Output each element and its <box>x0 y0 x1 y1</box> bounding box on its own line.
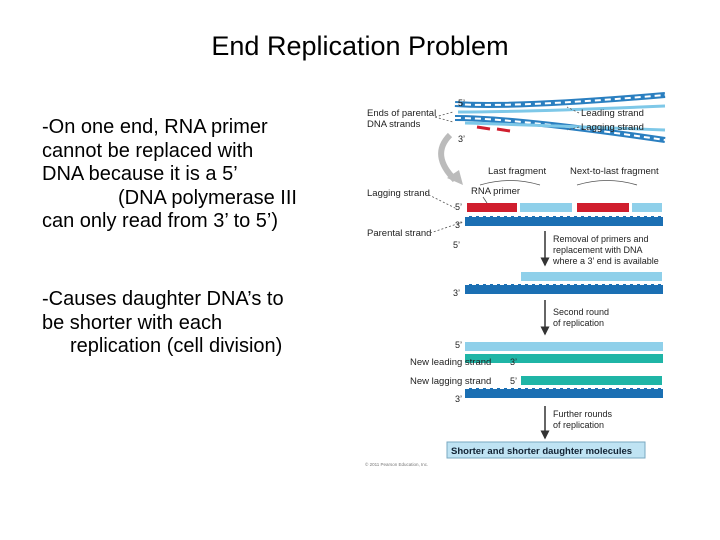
step3-3-prime-a: 3’ <box>510 357 517 367</box>
zoom-arrow <box>438 132 458 183</box>
bullet-line: replication (cell division) <box>70 335 283 357</box>
step3-text-2: of replication <box>553 420 604 430</box>
bullet-line: be shorter with each <box>42 311 223 334</box>
bullet-line: cannot be replaced with <box>42 139 254 162</box>
lagging-strand-top-label: Lagging strand <box>581 122 644 133</box>
next-to-last-fragment-label: Next-to-last fragment <box>570 166 659 177</box>
bullet-line: -Causes daughter DNA’s to <box>42 288 284 310</box>
last-fragment-label: Last fragment <box>488 166 546 177</box>
bullet-shorter-dna: -Causes daughter DNA’s to be shorter wit… <box>42 288 284 359</box>
step1-5-prime: 5’ <box>455 202 462 212</box>
top-5-prime: 5’ <box>458 98 465 108</box>
ends-label-line-1: Ends of parental <box>367 108 436 119</box>
bullet-line: DNA because it is a 5’ <box>42 163 238 185</box>
top-3-prime: 3’ <box>458 134 465 144</box>
step2-parental-strand <box>465 284 663 294</box>
ends-label-line-2: DNA strands <box>367 119 421 130</box>
end-replication-figure: Ends of parental DNA strands 5’ 3’ Leadi… <box>365 92 666 467</box>
bullet-line: -On one end, RNA primer <box>42 116 268 138</box>
step3-3-prime-b: 3’ <box>455 394 462 404</box>
rna-primer-label: RNA primer <box>471 186 520 197</box>
step2-text-1: Second round <box>553 307 609 317</box>
bullet-rna-primer: -On one end, RNA primer cannot be replac… <box>42 116 297 234</box>
bullet-line: can only read from 3’ to 5’) <box>42 210 279 232</box>
slide-title: End Replication Problem <box>211 31 509 61</box>
parental-strand-label: Parental strand <box>367 228 431 239</box>
leading-strand-label: Leading strand <box>581 108 644 119</box>
step1-3-prime: 3’ <box>455 220 462 230</box>
new-lagging-strand-label: New lagging strand <box>410 376 491 387</box>
step2-5-prime: 5’ <box>453 240 460 250</box>
step3-parental-strand <box>465 388 663 398</box>
bullet-line: (DNA polymerase III <box>118 186 297 209</box>
lagging-strand-label: Lagging strand <box>367 188 430 199</box>
new-leading-strand-label: New leading strand <box>410 357 491 368</box>
step1-text-1: Removal of primers and <box>553 234 649 244</box>
step1-text-3: where a 3’ end is available <box>552 256 659 266</box>
step3-text-1: Further rounds <box>553 409 613 419</box>
copyright-text: © 2011 Pearson Education, Inc. <box>365 461 428 467</box>
step2-3-prime: 3’ <box>453 288 460 298</box>
final-result-box <box>446 441 646 459</box>
step1-daughter-strand <box>467 203 662 212</box>
new-leading-strand <box>465 354 663 363</box>
parental-dna-diagram <box>454 92 666 143</box>
new-lagging-strand <box>521 376 662 385</box>
step1-parental-strand <box>465 216 663 226</box>
step1-text-2: replacement with DNA <box>553 245 643 255</box>
final-result-text: Shorter and shorter daughter molecules <box>451 446 632 457</box>
step3-5-prime-b: 5’ <box>510 376 517 386</box>
step2-daughter-strand <box>521 272 662 281</box>
step3-5-prime: 5’ <box>455 340 462 350</box>
new-leading-strand-top <box>465 342 663 351</box>
step2-text-2: of replication <box>553 318 604 328</box>
